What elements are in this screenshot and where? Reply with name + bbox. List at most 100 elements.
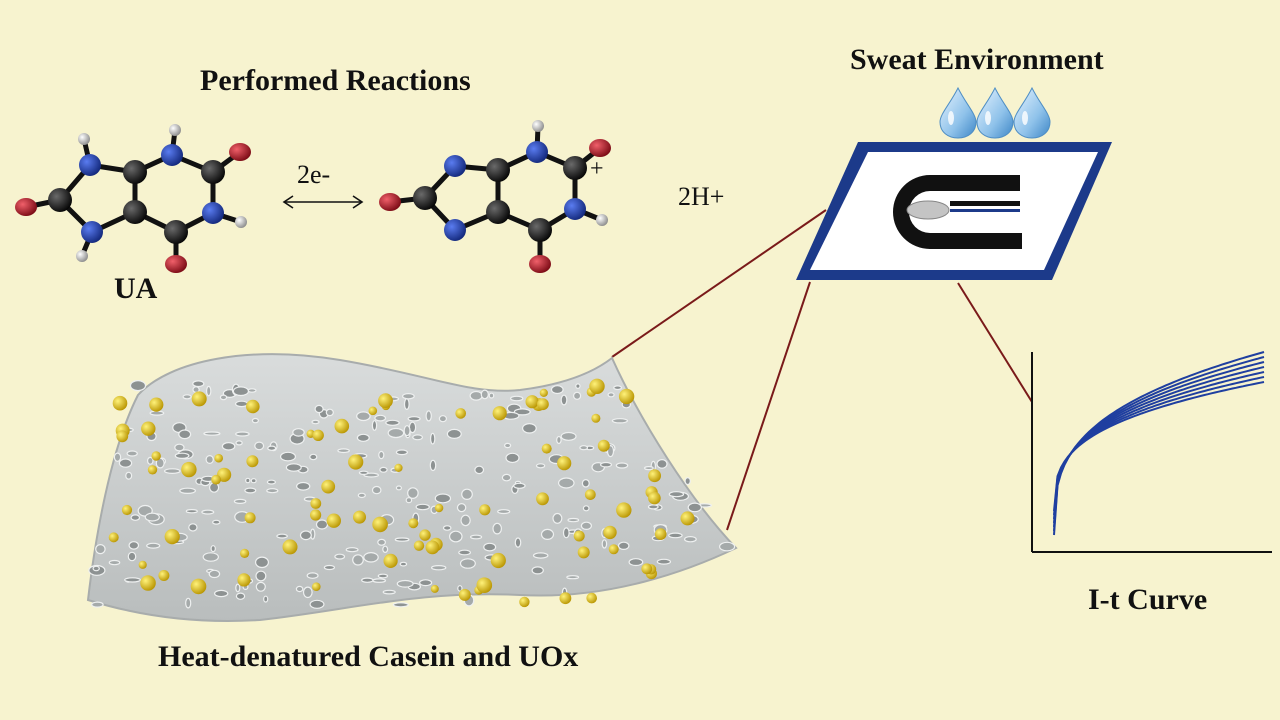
- pore: [505, 452, 520, 464]
- uox-enzyme-particle: [541, 443, 552, 454]
- pore: [456, 503, 467, 513]
- uox-enzyme-particle: [368, 406, 378, 416]
- pore: [431, 565, 447, 571]
- uox-enzyme-particle: [211, 474, 222, 485]
- uox-enzyme-particle: [372, 516, 388, 533]
- uox-enzyme-particle: [680, 511, 695, 526]
- connector-lines: [611, 209, 1033, 531]
- pore: [448, 530, 463, 543]
- uox-enzyme-particle: [164, 529, 180, 545]
- uox-enzyme-particle: [608, 544, 619, 555]
- pore: [557, 477, 575, 489]
- oxygen-atom: [15, 198, 37, 216]
- nitrogen-atom: [526, 141, 548, 163]
- pore: [179, 487, 197, 494]
- pore: [684, 477, 691, 486]
- pore: [315, 519, 329, 530]
- pore: [497, 509, 511, 515]
- uox-enzyme-particle: [312, 429, 324, 441]
- uox-enzyme-particle: [589, 378, 605, 394]
- pore: [617, 541, 630, 551]
- performed-reactions-title: Performed Reactions: [200, 64, 471, 97]
- pore: [488, 392, 495, 399]
- uox-enzyme-particle: [191, 391, 207, 407]
- pore: [579, 445, 589, 451]
- pore: [513, 408, 531, 416]
- pore: [501, 473, 512, 482]
- pore: [201, 509, 215, 515]
- pore: [580, 521, 593, 531]
- uox-enzyme-particle: [455, 408, 467, 419]
- uox-enzyme-particle: [246, 399, 260, 414]
- pore: [504, 442, 512, 449]
- pore: [668, 491, 685, 498]
- pore: [562, 527, 570, 539]
- pore: [292, 428, 305, 437]
- pore: [125, 471, 133, 480]
- uox-enzyme-particle: [648, 469, 661, 483]
- pore: [266, 479, 276, 485]
- carbon-atom: [48, 188, 72, 212]
- pore: [235, 583, 241, 593]
- pore: [363, 551, 379, 563]
- pore: [299, 530, 312, 541]
- charge-label: +: [590, 156, 604, 182]
- oxygen-atom: [589, 139, 611, 157]
- pore: [113, 452, 122, 462]
- uox-enzyme-particle: [138, 560, 147, 569]
- carbon-atom: [201, 160, 225, 184]
- hydrogen-atom: [235, 216, 247, 228]
- pore: [601, 539, 608, 549]
- pore: [483, 542, 497, 552]
- pore: [613, 385, 622, 391]
- pore: [438, 415, 447, 423]
- pore: [247, 388, 257, 393]
- pore: [513, 482, 526, 489]
- pore: [415, 503, 430, 511]
- pore: [205, 455, 214, 465]
- uox-enzyme-particle: [434, 503, 444, 513]
- pore: [126, 450, 138, 457]
- pore: [221, 441, 236, 451]
- pore: [407, 487, 419, 500]
- uox-enzyme-particle: [310, 498, 322, 509]
- pore: [582, 505, 590, 512]
- pore: [442, 525, 452, 531]
- pore: [392, 602, 409, 608]
- pore: [647, 504, 659, 510]
- pore: [379, 466, 388, 473]
- pore: [149, 410, 165, 416]
- uox-enzyme-particle: [476, 577, 493, 593]
- uox-enzyme-particle: [539, 388, 548, 397]
- pore: [357, 492, 366, 499]
- uox-enzyme-particle: [586, 592, 597, 604]
- pore: [334, 553, 346, 560]
- oxygen-atom: [229, 143, 251, 161]
- uox-enzyme-particle: [603, 525, 617, 540]
- carbon-atom: [528, 218, 552, 242]
- pore: [459, 558, 476, 569]
- pore: [371, 420, 378, 431]
- uox-enzyme-particle: [240, 548, 250, 559]
- uox-enzyme-particle: [430, 584, 439, 593]
- pore: [309, 599, 325, 609]
- pore: [461, 488, 473, 500]
- pore: [202, 552, 219, 562]
- pore: [575, 383, 581, 389]
- pore: [531, 566, 544, 575]
- uox-enzyme-particle: [425, 540, 440, 555]
- pore: [91, 601, 104, 608]
- pore: [566, 575, 580, 580]
- pore: [458, 549, 472, 556]
- pore: [251, 417, 259, 424]
- nitrogen-atom: [444, 219, 466, 241]
- uox-enzyme-particle: [348, 454, 364, 470]
- pore: [656, 459, 668, 469]
- uox-enzyme-particle: [584, 489, 596, 500]
- pore: [361, 577, 374, 583]
- uox-enzyme-particle: [648, 491, 661, 505]
- pore: [522, 422, 537, 434]
- it-curve-plot: [1031, 351, 1272, 553]
- pore: [306, 572, 319, 579]
- oxygen-atom: [529, 255, 551, 273]
